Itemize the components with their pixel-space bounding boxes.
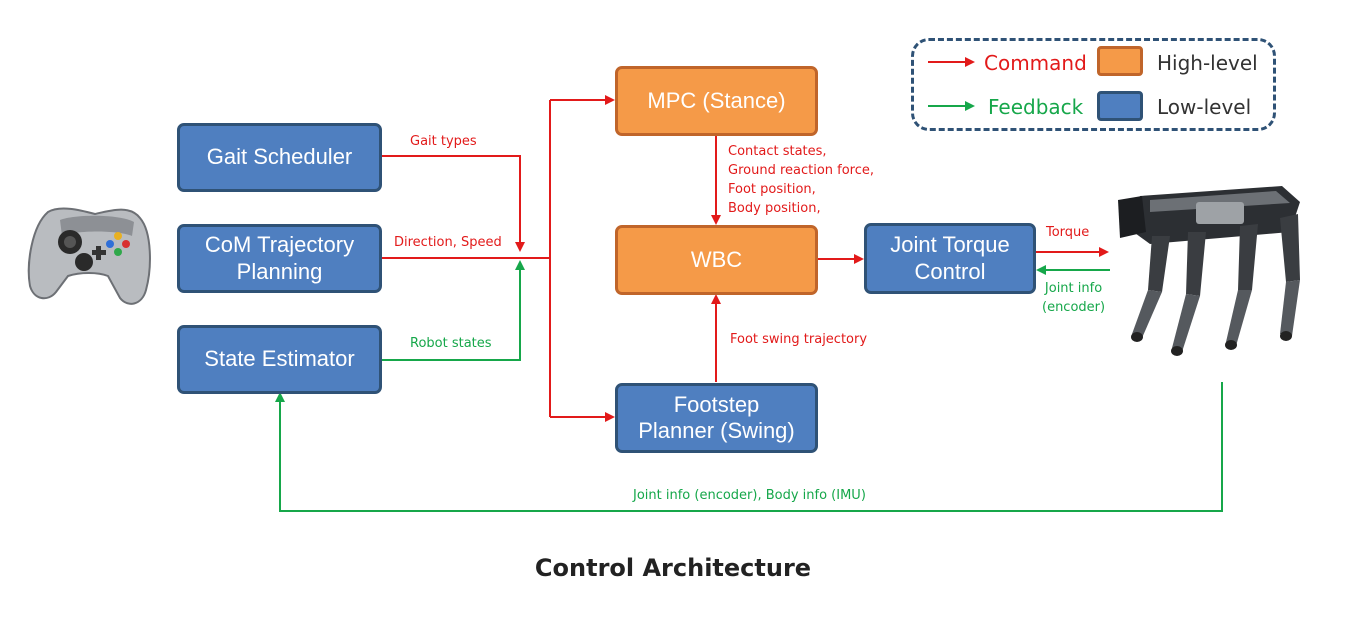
gamepad-icon — [27, 207, 151, 305]
foot-swing-trajectory-label: Foot swing trajectory — [730, 332, 868, 347]
gait-types-arrow — [382, 155, 525, 252]
torque-label: Torque — [1046, 225, 1090, 240]
com-trajectory-planning-block: CoM Trajectory Planning — [177, 224, 382, 293]
joint-torque-control-block: Joint Torque Control — [864, 223, 1036, 294]
sensor-feedback-loop-arrow — [275, 382, 1223, 512]
quadruped-robot-icon — [1118, 186, 1300, 356]
direction-speed-label: Direction, Speed — [394, 235, 502, 250]
legend-feedback-label: Feedback — [988, 95, 1084, 119]
gait-types-label: Gait types — [410, 134, 477, 149]
robot-states-label: Robot states — [410, 336, 492, 351]
mpc-stance-block: MPC (Stance) — [615, 66, 818, 136]
legend-high-level-swatch — [1097, 46, 1143, 76]
gait-scheduler-block: Gait Scheduler — [177, 123, 382, 192]
mpc-outputs-label: Contact states, Ground reaction force, F… — [728, 144, 875, 216]
wbc-block: WBC — [615, 225, 818, 295]
joint-info-label: Joint info (encoder) — [1042, 281, 1106, 315]
legend-high-level-label: High-level — [1157, 51, 1258, 75]
diagram-title: Control Architecture — [534, 554, 812, 582]
state-estimator-block: State Estimator — [177, 325, 382, 394]
legend-low-level-swatch — [1097, 91, 1143, 121]
robot-states-arrow — [382, 260, 525, 361]
legend — [911, 38, 1276, 131]
command-connectors — [382, 57, 1109, 422]
feedback-connectors — [275, 101, 1223, 512]
footstep-planner-block: Footstep Planner (Swing) — [615, 383, 818, 453]
legend-command-label: Command — [984, 51, 1087, 75]
feedback-loop-label: Joint info (encoder), Body info (IMU) — [633, 488, 866, 503]
legend-low-level-label: Low-level — [1157, 95, 1252, 119]
